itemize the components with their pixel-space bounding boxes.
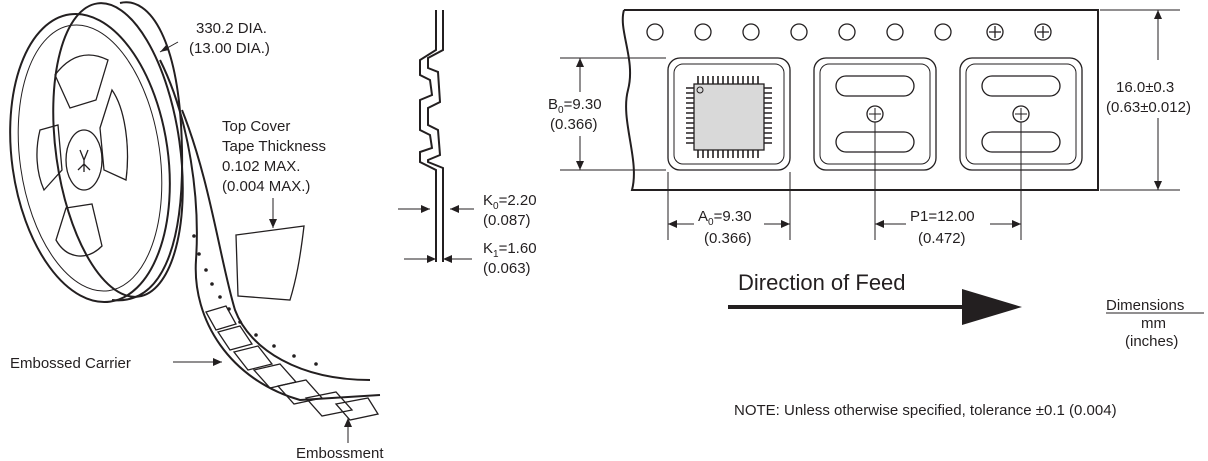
sprocket-dots bbox=[192, 234, 318, 366]
k1-inches: (0.063) bbox=[483, 260, 531, 277]
b0-inches: (0.366) bbox=[550, 116, 598, 133]
k0-label: K0=2.20 bbox=[483, 192, 537, 212]
cover-tape-line4: (0.004 MAX.) bbox=[222, 178, 310, 195]
dimensions-mm: mm bbox=[1141, 315, 1166, 332]
tape-width-inches: (0.63±0.012) bbox=[1106, 99, 1191, 116]
sprocket-holes bbox=[646, 23, 1052, 41]
a0-inches: (0.366) bbox=[704, 230, 752, 247]
embossment-label: Embossment bbox=[296, 445, 384, 461]
ic-pins bbox=[686, 76, 772, 158]
pocket-with-ic bbox=[667, 57, 791, 171]
reel-diameter-mm: 330.2 DIA. bbox=[196, 20, 267, 37]
feed-direction-label: Direction of Feed bbox=[738, 270, 906, 295]
p1-label: P1=12.00 bbox=[910, 208, 975, 225]
tape-width-mm: 16.0±0.3 bbox=[1116, 79, 1174, 96]
embossed-pockets bbox=[205, 305, 380, 421]
carrier-tape-top-view bbox=[560, 9, 1180, 240]
tolerance-note: NOTE: Unless otherwise specified, tolera… bbox=[734, 402, 1117, 419]
b0-label: B0=9.30 bbox=[548, 96, 602, 116]
cover-tape-line2: Tape Thickness bbox=[222, 138, 326, 155]
dimensions-title: Dimensions bbox=[1106, 297, 1184, 314]
tape-profile bbox=[398, 10, 474, 263]
dimensions-inches: (inches) bbox=[1125, 333, 1178, 350]
a0-label: A0=9.30 bbox=[698, 208, 752, 228]
cover-tape-line3: 0.102 MAX. bbox=[222, 158, 300, 175]
feed-direction-arrow bbox=[728, 289, 1022, 325]
p1-inches: (0.472) bbox=[918, 230, 966, 247]
reel bbox=[9, 1, 381, 443]
reel-diameter-in: (13.00 DIA.) bbox=[189, 40, 270, 57]
k1-label: K1=1.60 bbox=[483, 240, 537, 260]
embossed-carrier-label: Embossed Carrier bbox=[10, 355, 131, 372]
cover-tape-line1: Top Cover bbox=[222, 118, 290, 135]
k0-inches: (0.087) bbox=[483, 212, 531, 229]
